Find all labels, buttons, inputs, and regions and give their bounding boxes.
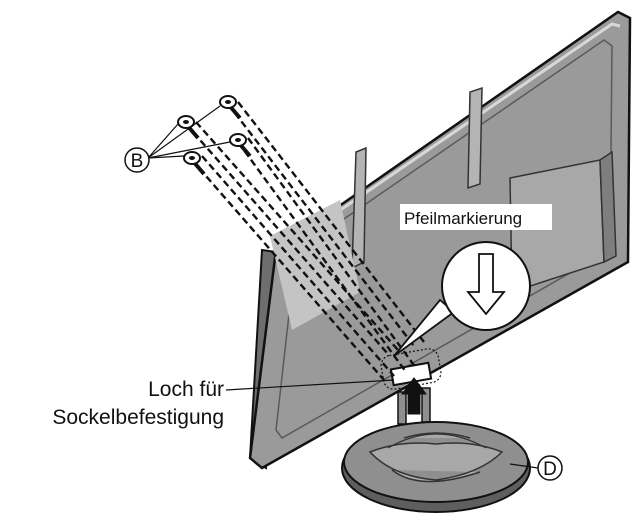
guide-line-3	[191, 159, 385, 381]
screw	[177, 115, 200, 140]
guide-line-2	[227, 103, 415, 347]
guide-line-3b	[201, 155, 395, 377]
screws	[177, 95, 252, 176]
callout-b-circle	[124, 147, 150, 173]
guide-line-2b	[237, 101, 425, 343]
callout-d-circle	[537, 455, 563, 481]
callout-b: B	[124, 105, 231, 173]
stand-base-ribs	[368, 432, 504, 483]
callout-d-label: D	[543, 459, 557, 480]
arrow-marking-text: Pfeilmarkierung	[404, 209, 522, 228]
tv-panel-channel-mid	[467, 86, 483, 190]
screw	[219, 95, 242, 120]
arrow-marking-detail	[393, 241, 531, 357]
guide-line-1	[185, 123, 389, 355]
down-arrow-icon	[466, 253, 506, 316]
label-mount-hole: Loch für Sockelbefestigung	[52, 378, 395, 429]
stand-post-left	[397, 391, 407, 425]
label-arrow-marking: Pfeilmarkierung	[400, 204, 552, 230]
callout-d: D	[509, 455, 563, 481]
tv-panel	[248, 10, 632, 470]
mount-hole-line1: Loch für	[148, 378, 224, 401]
tv-panel-module-side	[599, 150, 617, 264]
tv-panel-channel-left	[351, 146, 367, 270]
tv-panel-back	[248, 10, 632, 470]
stand	[341, 377, 531, 513]
guide-line-4b	[247, 137, 417, 369]
mount-hole-line2: Sockelbefestigung	[52, 406, 224, 429]
tv-panel-top-edge	[281, 22, 621, 252]
screw	[229, 133, 252, 158]
callout-b-label: B	[131, 151, 144, 172]
screw-guide-lines	[185, 101, 425, 381]
screw	[183, 151, 206, 176]
guide-line-1b	[195, 121, 399, 351]
mount-hole-leader	[225, 379, 395, 391]
up-arrow-icon	[401, 377, 427, 415]
guide-line-4	[237, 141, 407, 373]
